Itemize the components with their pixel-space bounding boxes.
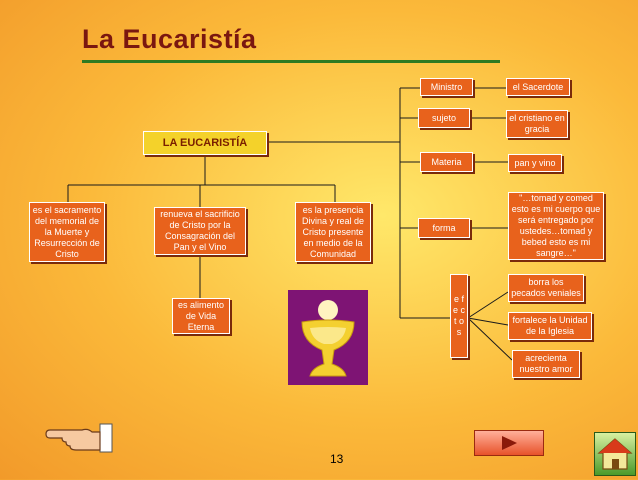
branch-alimento[interactable]: es alimento de Vida Eterna <box>172 298 230 334</box>
branch-sacrificio[interactable]: renueva el sacrificio de Cristo por la C… <box>154 207 246 255</box>
ministro-label-box[interactable]: Ministro <box>420 78 473 96</box>
materia-value: pan y vino <box>514 157 556 168</box>
home-button[interactable] <box>594 432 636 476</box>
sujeto-value: el cristiano en gracia <box>509 113 565 134</box>
sujeto-value-box[interactable]: el cristiano en gracia <box>506 110 568 138</box>
efecto-pecados-box[interactable]: borra los pecados veniales <box>508 274 584 302</box>
efecto-unidad: fortalece la Unidad de la Iglesia <box>512 315 588 336</box>
pointing-hand-icon[interactable] <box>42 420 116 456</box>
forma-label: forma <box>432 222 456 233</box>
efecto-unidad-box[interactable]: fortalece la Unidad de la Iglesia <box>508 312 592 340</box>
sujeto-label: sujeto <box>431 112 457 123</box>
forma-value-box[interactable]: "…tomad y comed esto es mi cuerpo que se… <box>508 192 604 260</box>
ministro-label: Ministro <box>430 81 463 92</box>
main-node-label: LA EUCARISTÍA <box>162 136 248 149</box>
ministro-value-box[interactable]: el Sacerdote <box>506 78 570 96</box>
play-arrow-icon <box>502 436 517 450</box>
materia-label: Materia <box>431 156 462 167</box>
efecto-amor-box[interactable]: acrecienta nuestro amor <box>512 350 580 378</box>
main-node[interactable]: LA EUCARISTÍA <box>143 131 267 155</box>
branch-sacramento-label: es el sacramento del memorial de la Muer… <box>32 204 102 259</box>
branch-alimento-label: es alimento de Vida Eterna <box>177 299 225 332</box>
efecto-amor: acrecienta nuestro amor <box>519 353 573 374</box>
page-number: 13 <box>330 452 344 466</box>
forma-value: "…tomad y comed esto es mi cuerpo que se… <box>511 193 601 258</box>
home-icon <box>597 438 633 470</box>
page-title: La Eucaristía <box>82 24 257 54</box>
materia-value-box[interactable]: pan y vino <box>508 154 562 172</box>
branch-sacramento[interactable]: es el sacramento del memorial de la Muer… <box>29 202 105 262</box>
ministro-value: el Sacerdote <box>512 81 564 92</box>
efecto-pecados: borra los pecados veniales <box>511 277 581 298</box>
efectos-label: e f e c t o s <box>453 294 466 337</box>
chalice-image <box>288 290 368 385</box>
forma-label-box[interactable]: forma <box>418 218 470 238</box>
next-button[interactable] <box>474 430 544 456</box>
branch-presencia[interactable]: es la presencia Divina y real de Cristo … <box>295 202 371 262</box>
branch-sacrificio-label: renueva el sacrificio de Cristo por la C… <box>160 209 240 252</box>
efectos-label-box[interactable]: e f e c t o s <box>450 274 468 358</box>
title-underline <box>82 60 500 63</box>
branch-presencia-label: es la presencia Divina y real de Cristo … <box>301 204 365 259</box>
materia-label-box[interactable]: Materia <box>420 152 473 172</box>
sujeto-label-box[interactable]: sujeto <box>418 108 470 128</box>
